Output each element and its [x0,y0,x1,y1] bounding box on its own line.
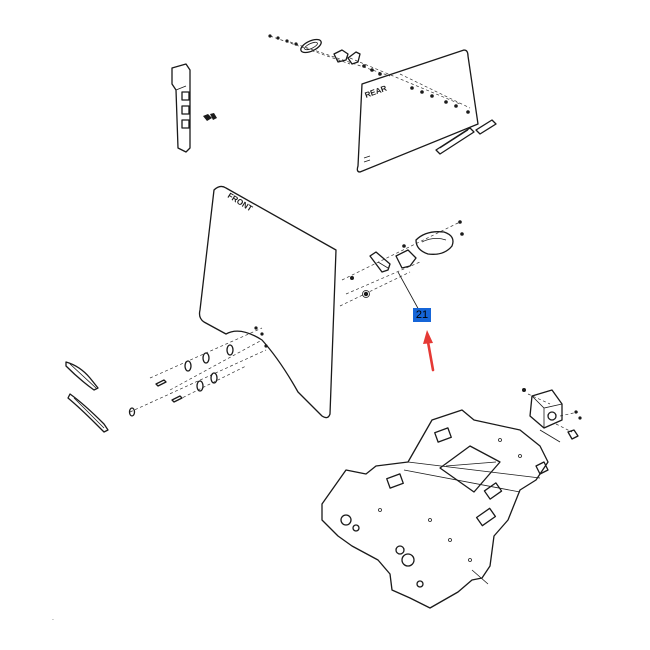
reservoir-bracket [522,388,582,443]
floor-plate [321,409,549,609]
corner-mark: . [52,615,54,622]
front-latch-hardware [339,220,464,313]
callout-number-21: 21 [413,308,431,322]
rear-hardware [268,34,471,114]
front-hinge-hardware [65,326,268,433]
pointer-arrow [423,330,435,372]
rear-panel-label: REAR [364,84,389,100]
pillar-bracket [171,63,217,153]
rear-wiper-arm [435,119,497,155]
front-panel-label: FRONT [226,191,254,213]
rear-glass-panel: REAR [356,49,479,173]
front-glass-panel: FRONT [198,185,337,419]
